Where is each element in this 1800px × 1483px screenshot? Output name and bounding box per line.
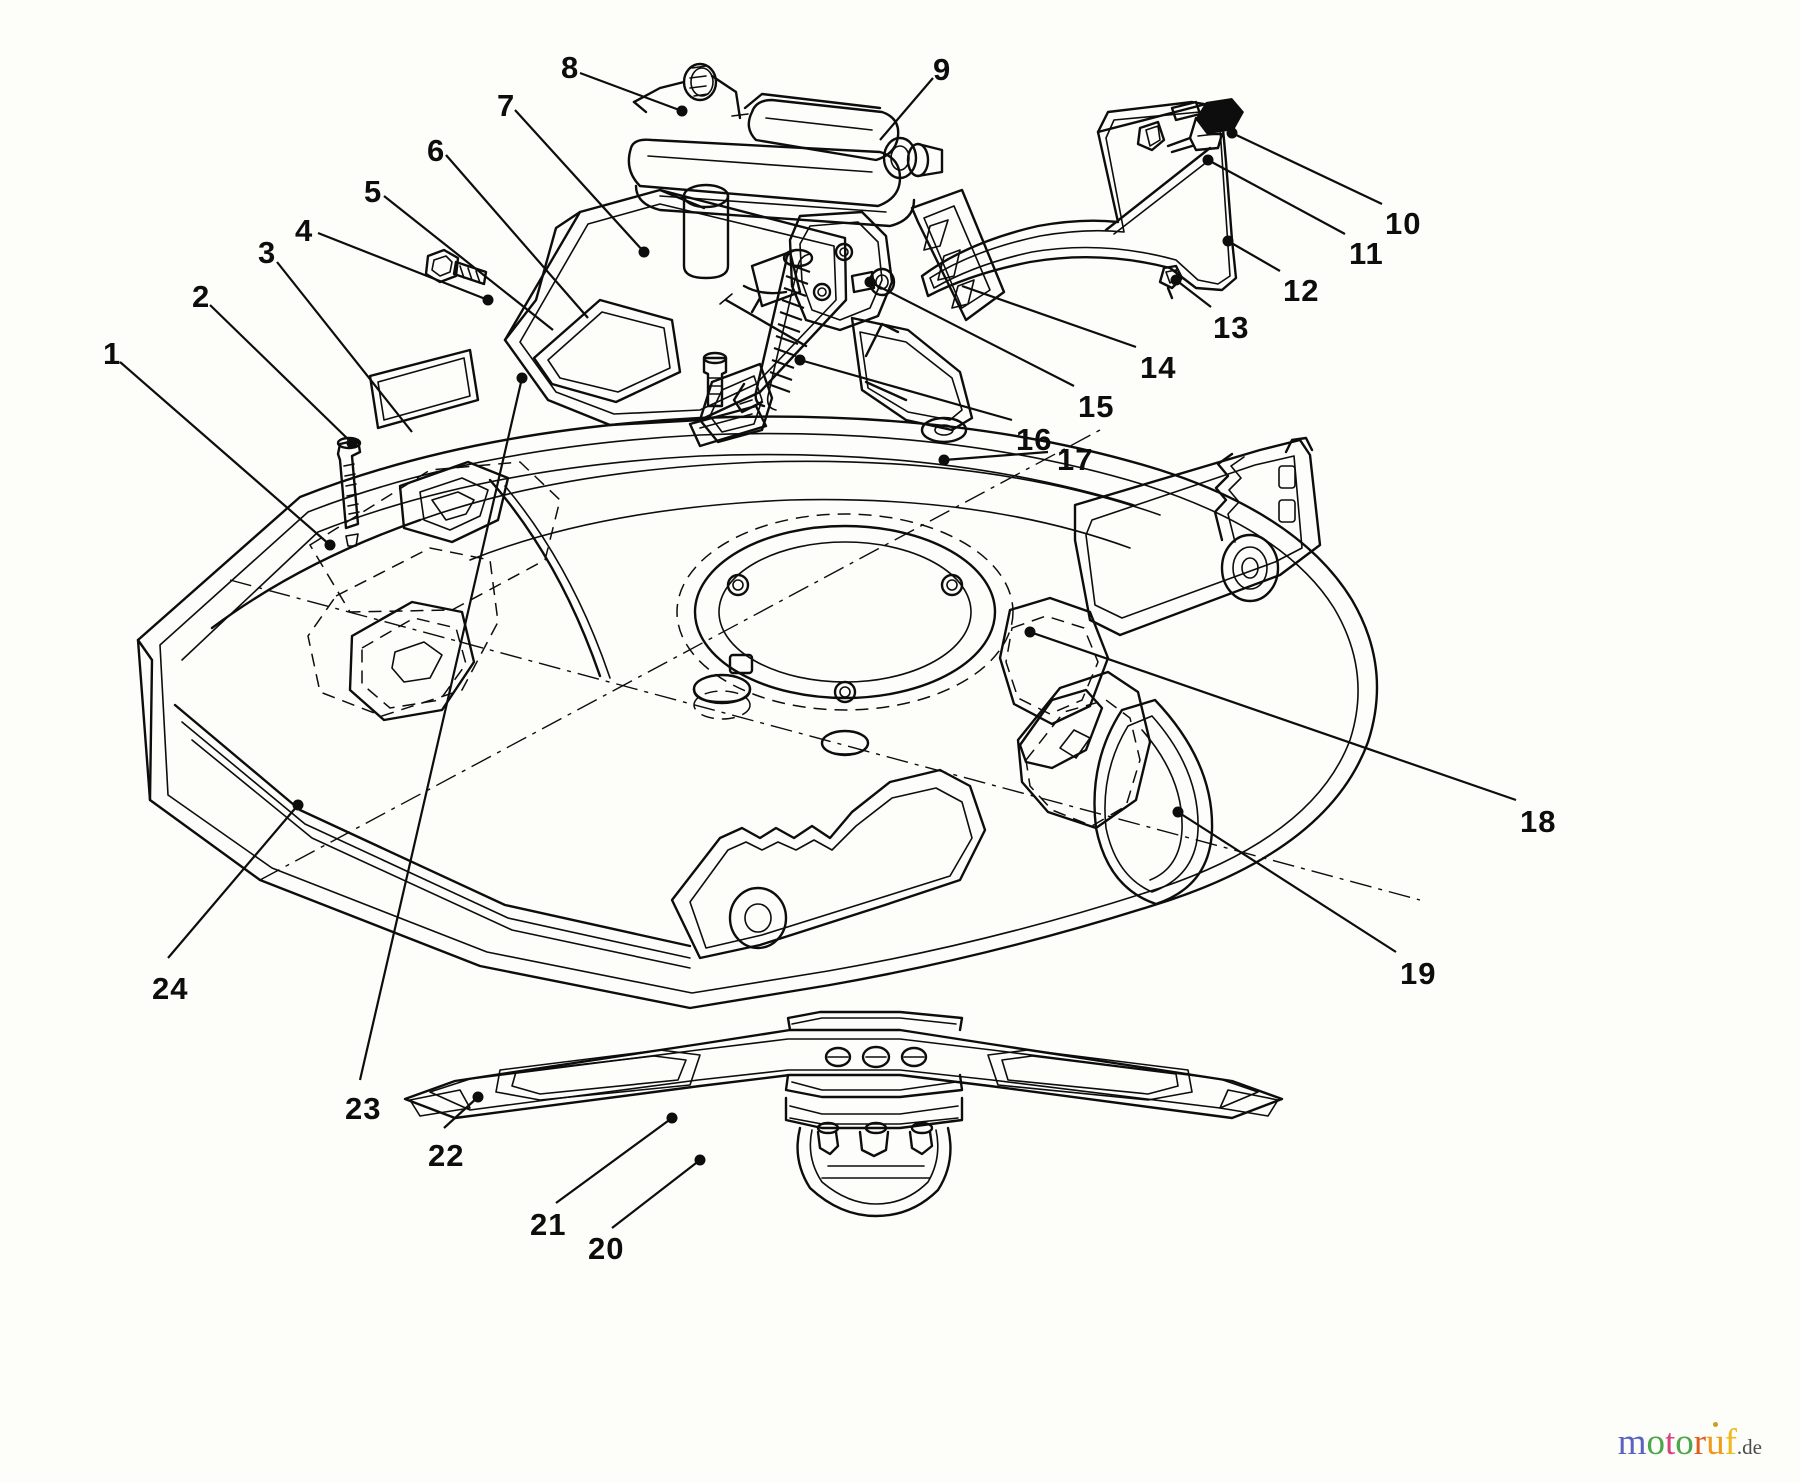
logo-letter-5: u [1706,1422,1725,1463]
callout-number-3: 3 [258,235,277,270]
leader-dot-23 [516,372,528,384]
discharge-chute-cover [368,183,848,430]
leader-line-11 [1207,159,1346,235]
leader-dot-13 [1170,274,1182,286]
leader-dot-10 [1226,127,1238,139]
callout-leader-lines [119,71,1517,1229]
leader-dot-19 [1172,806,1184,818]
leader-line-7 [514,109,645,253]
callout-number-6: 6 [427,133,446,168]
callout-number-1: 1 [103,336,122,371]
callout-number-15: 15 [1078,389,1115,424]
mower-deck-housing [136,415,1421,1010]
callout-number-10: 10 [1385,206,1422,241]
callout-number-4: 4 [295,213,314,248]
leader-line-9 [879,77,934,141]
callout-number-12: 12 [1283,273,1320,308]
cutter-blade [403,1010,1284,1120]
leader-dot-20 [694,1154,706,1166]
leader-line-24 [167,804,299,959]
leader-dot-15 [864,276,876,288]
leader-line-22 [443,1096,479,1129]
callout-number-17: 17 [1057,442,1094,477]
callout-number-18: 18 [1520,804,1557,839]
leader-line-3 [276,261,413,433]
blade-adapter-hub [784,1096,964,1218]
leader-line-23 [358,377,524,1081]
leader-dot-24 [292,799,304,811]
logo-letter-3: o [1675,1422,1694,1463]
leader-line-2 [209,304,353,444]
motoruf-watermark-logo: motoruf.de [1617,1422,1762,1463]
callout-number-5: 5 [364,174,383,209]
leader-line-8 [579,71,683,113]
leader-dot-8 [676,105,688,117]
leader-line-1 [119,361,331,546]
height-adjust-linkage [719,188,1006,348]
leader-dot-16 [794,354,806,366]
leader-line-14 [961,284,1137,349]
leader-line-4 [317,231,489,302]
leader-dot-1 [324,539,336,551]
callout-number-11: 11 [1349,236,1384,271]
leader-dot-18 [1024,626,1036,638]
logo-letter-0: m [1617,1422,1647,1463]
leader-dot-4 [482,294,494,306]
callout-number-13: 13 [1213,310,1250,345]
leader-dot-17 [938,454,950,466]
callout-number-2: 2 [192,279,211,314]
logo-letter-6: f [1724,1422,1737,1463]
leader-line-21 [555,1117,673,1204]
leader-line-17 [943,450,1049,462]
leader-line-13 [1175,279,1212,308]
leader-dot-7 [638,246,650,258]
torsion-spring [632,62,749,120]
extension-spring [732,248,814,414]
leader-line-18 [1029,630,1517,802]
callout-number-9: 9 [933,52,952,87]
logo-letter-4: r [1693,1422,1707,1463]
callout-number-14: 14 [1140,350,1177,385]
leader-dot-11 [1202,154,1214,166]
callout-number-20: 20 [588,1231,625,1266]
leader-line-20 [611,1159,701,1229]
leader-line-15 [869,281,1075,387]
fasteners-left [336,248,488,547]
callout-number-19: 19 [1400,956,1437,991]
callout-number-7: 7 [497,88,516,123]
leader-line-12 [1227,240,1281,272]
logo-letter-1: o [1646,1422,1665,1463]
leader-line-19 [1177,811,1397,953]
logo-letter-2: t [1664,1422,1676,1463]
callout-number-21: 21 [530,1207,567,1242]
callout-number-8: 8 [561,50,580,85]
callout-number-23: 23 [345,1091,382,1126]
leader-dot-12 [1222,235,1234,247]
leader-dot-21 [666,1112,678,1124]
leader-line-5 [383,195,554,331]
grass-deflector [920,98,1244,300]
leader-dot-2 [346,437,358,449]
callout-number-16: 16 [1016,422,1053,457]
height-adjust-handle [627,92,944,228]
callout-number-22: 22 [428,1138,465,1173]
leader-line-6 [445,154,589,319]
leader-line-16 [799,358,1013,422]
bracket-and-bolt [688,316,974,448]
leader-dot-22 [472,1091,484,1103]
logo-suffix-de: .de [1736,1435,1762,1459]
callout-number-24: 24 [152,971,189,1006]
leader-line-10 [1231,132,1383,205]
logo-dot [1713,1422,1718,1427]
